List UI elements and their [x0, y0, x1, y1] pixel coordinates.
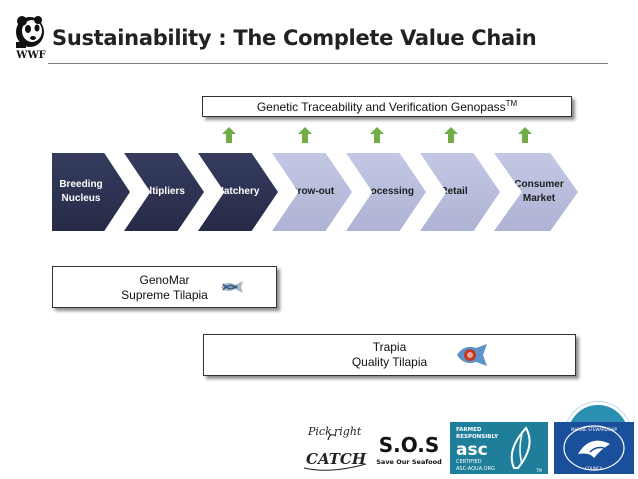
up-arrow-icon [444, 127, 458, 143]
svg-text:CATCH: CATCH [306, 450, 367, 468]
genopass-label: Genetic Traceability and Verification Ge… [256, 99, 518, 114]
up-arrow-icon [298, 127, 312, 143]
chain-stage-processing: Processing [346, 153, 426, 231]
asc-logo: FARMED RESPONSIBLY asc CERTIFIED ASC-AQU… [450, 422, 548, 474]
trapia-subtitle: Quality Tilapia [351, 355, 428, 369]
genomar-title: GenoMar [139, 273, 190, 287]
trapia-box: Trapia Quality Tilapia [203, 334, 576, 376]
dna-fish-icon [221, 281, 243, 293]
chain-stage-retail: Retail [420, 153, 500, 231]
chain-stage-multipliers: Multipliers [124, 153, 204, 231]
svg-text:S.O.S: S.O.S [379, 433, 440, 457]
chain-stage-grow-out: Grow-out [272, 153, 352, 231]
svg-text:right: right [334, 425, 362, 438]
svg-text:ASC-AQUA.ORG: ASC-AQUA.ORG [456, 466, 495, 472]
fish-logo-icon [457, 344, 487, 366]
svg-text:MARINE STEWARDSHIP: MARINE STEWARDSHIP [571, 427, 618, 432]
wwf-logo-text: WWF [15, 50, 46, 61]
up-arrow-icon [222, 127, 236, 143]
svg-text:Save Our Seafood: Save Our Seafood [376, 458, 442, 466]
page-title: Sustainability : The Complete Value Chai… [52, 26, 537, 50]
svg-text:asc: asc [456, 440, 488, 460]
trapia-title: Trapia [372, 340, 407, 354]
svg-text:RESPONSIBLY: RESPONSIBLY [456, 434, 499, 440]
msc-logo: MARINE STEWARDSHIP COUNCIL [554, 422, 634, 474]
genomar-box: GenoMar Supreme Tilapia [52, 266, 277, 308]
pickright-catch-logo: Pick right CATCH [303, 425, 367, 471]
svg-text:FARMED: FARMED [456, 427, 482, 433]
sos-logo: S.O.S Save Our Seafood [376, 433, 442, 466]
genomar-subtitle: Supreme Tilapia [121, 288, 208, 302]
genopass-box: Genetic Traceability and Verification Ge… [202, 96, 572, 117]
svg-text:COUNCIL: COUNCIL [585, 466, 604, 471]
svg-text:Pick: Pick [307, 425, 332, 438]
wwf-panda-logo: WWF [15, 16, 46, 61]
chain-stage-hatchery: Hatchery [198, 153, 278, 231]
title-divider [48, 63, 608, 64]
up-arrow-icon [370, 127, 384, 143]
up-arrow-icon [518, 127, 532, 143]
svg-text:CERTIFIED: CERTIFIED [456, 459, 482, 465]
certification-logos: Pick right CATCH S.O.S Save Our Seafood … [303, 422, 634, 474]
svg-text:TM: TM [535, 468, 542, 473]
